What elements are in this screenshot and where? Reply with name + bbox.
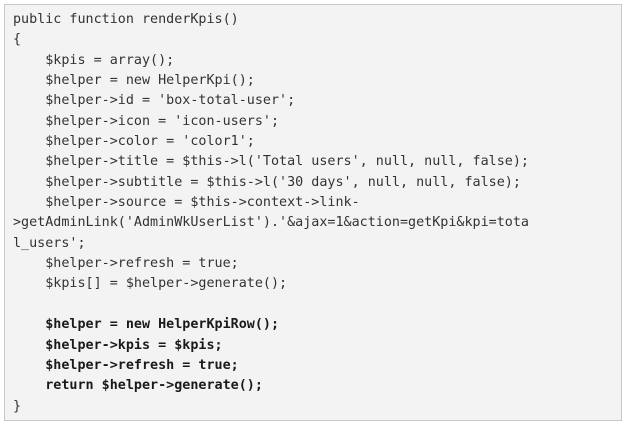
code-line: return $helper->generate();	[13, 378, 263, 394]
code-line: $kpis[] = $helper->generate();	[13, 276, 288, 292]
code-line: >getAdminLink('AdminWkUserList').'&ajax=…	[13, 215, 529, 231]
code-line: l_users';	[13, 235, 86, 251]
code-line: $helper = new HelperKpiRow();	[13, 317, 280, 333]
code-line: {	[13, 32, 22, 48]
code-line: public function renderKpis()	[13, 12, 239, 27]
code-line: $helper->source = $this->context->link-	[13, 195, 360, 211]
code-line: $helper->color = 'color1';	[13, 134, 255, 150]
code-line: $kpis = array();	[13, 52, 175, 68]
code-line: $helper = new HelperKpi();	[13, 73, 255, 89]
code-line: $helper->kpis = $kpis;	[13, 337, 223, 353]
code-block: public function renderKpis() { $kpis = ar…	[13, 10, 529, 417]
code-line: $helper->title = $this->l('Total users',…	[13, 154, 529, 170]
code-line: $helper->icon = 'icon-users';	[13, 113, 280, 129]
code-snippet-panel: public function renderKpis() { $kpis = ar…	[4, 4, 622, 421]
code-line: $helper->refresh = true;	[13, 256, 239, 272]
code-line: $helper->refresh = true;	[13, 357, 239, 373]
code-line: }	[13, 398, 22, 414]
code-line: $helper->subtitle = $this->l('30 days', …	[13, 174, 521, 190]
code-line: $helper->id = 'box-total-user';	[13, 93, 296, 109]
code-line	[13, 295, 529, 315]
